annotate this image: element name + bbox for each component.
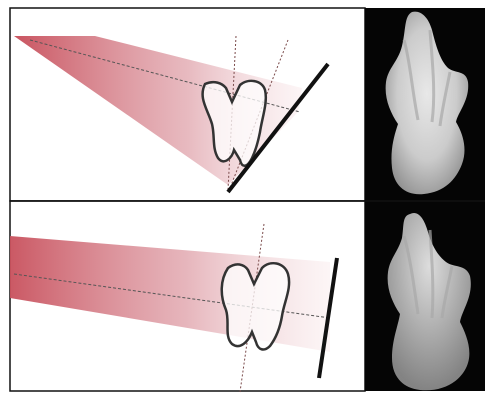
- panel-paralleling: [10, 201, 365, 392]
- panel-bisecting-angle: [10, 8, 365, 201]
